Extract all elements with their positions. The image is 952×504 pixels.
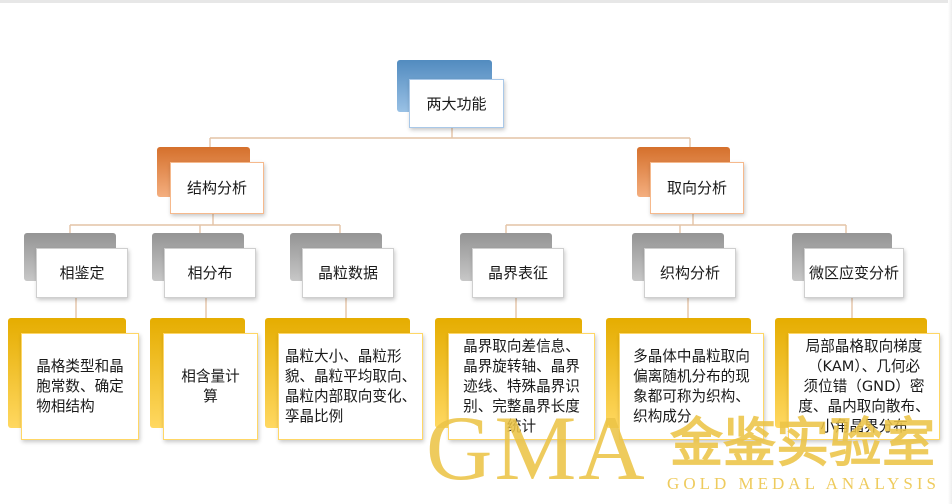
detail-text: 晶粒大小、晶粒形 貌、晶粒平均取向、 晶粒内部取向变化、 孪晶比例	[285, 347, 416, 427]
detail-box: 局部晶格取向梯度 （KAM）、几何必 须位错（GND）密 度、晶内取向散布、 小…	[788, 333, 940, 440]
detail-text-line: 孪晶比例	[284, 407, 344, 425]
detail-text-line: 迹线、特殊晶界识	[463, 377, 580, 395]
category-box: 微区应变分析	[804, 248, 904, 298]
detail-text-line: 象都可称为织构、	[633, 387, 750, 405]
detail-text: 相含量计 算	[181, 367, 239, 407]
branch-box: 取向分析	[650, 162, 744, 214]
detail-text-line: 晶界旋转轴、晶界	[463, 357, 580, 375]
detail-text-line: 貌、晶粒平均取向、	[284, 367, 417, 385]
detail-box: 多晶体中晶粒取向 偏离随机分布的现 象都可称为织构、 织构成分	[619, 333, 764, 440]
branch-label: 结构分析	[186, 179, 247, 197]
category-label: 织构分析	[659, 264, 720, 282]
category-label: 相分布	[187, 264, 233, 282]
detail-text-line: 胞常数、确定	[36, 377, 124, 395]
detail-text-line: 统计	[506, 417, 537, 435]
detail-text-line: 多晶体中晶粒取向	[633, 347, 750, 365]
detail-text-line: 偏离随机分布的现	[633, 367, 750, 385]
category-label: 相鉴定	[59, 264, 105, 282]
detail-text-line: 织构成分	[633, 407, 692, 425]
detail-text: 局部晶格取向梯度 （KAM）、几何必 须位错（GND）密 度、晶内取向散布、 小…	[798, 337, 929, 437]
detail-text-line: 晶格类型和晶	[36, 357, 124, 375]
detail-text-line: 算	[203, 387, 218, 405]
detail-box: 晶格类型和晶 胞常数、确定 物相结构	[21, 333, 139, 440]
category-label: 微区应变分析	[808, 264, 899, 282]
category-label: 晶粒数据	[317, 264, 378, 282]
detail-text-line: 晶粒内部取向变化、	[284, 387, 417, 405]
category-box: 相分布	[164, 248, 256, 298]
branch-label: 取向分析	[666, 179, 727, 197]
detail-box: 晶粒大小、晶粒形 貌、晶粒平均取向、 晶粒内部取向变化、 孪晶比例	[278, 333, 423, 440]
detail-text-line: 须位错（GND）密	[803, 377, 925, 395]
detail-text-line: 度、晶内取向散布、	[798, 397, 930, 415]
category-box: 相鉴定	[36, 248, 128, 298]
detail-box: 相含量计 算	[163, 333, 258, 440]
frame-top-edge	[0, 0, 952, 3]
detail-text-line: 别、完整晶界长度	[463, 397, 580, 415]
detail-text: 晶界取向差信息、 晶界旋转轴、晶界 迹线、特殊晶界识 别、完整晶界长度 统计	[463, 337, 580, 437]
detail-text-line: 晶粒大小、晶粒形	[284, 347, 402, 365]
root-box: 两大功能	[409, 79, 504, 128]
category-box: 织构分析	[644, 248, 736, 298]
detail-text-line: 物相结构	[36, 397, 95, 415]
category-box: 晶界表征	[472, 248, 564, 298]
detail-text-line: 相含量计	[181, 367, 240, 385]
root-label: 两大功能	[426, 94, 487, 113]
category-label: 晶界表征	[487, 264, 548, 282]
detail-text-line: 局部晶格取向梯度	[805, 337, 923, 355]
category-box: 晶粒数据	[302, 248, 394, 298]
detail-text-line: 小角晶界分布	[820, 417, 908, 435]
detail-text-line: （KAM）、几何必	[807, 357, 921, 375]
detail-text: 多晶体中晶粒取向 偏离随机分布的现 象都可称为织构、 织构成分	[633, 347, 750, 427]
detail-text: 晶格类型和晶 胞常数、确定 物相结构	[36, 357, 124, 417]
detail-box: 晶界取向差信息、 晶界旋转轴、晶界 迹线、特殊晶界识 别、完整晶界长度 统计	[448, 333, 595, 440]
branch-box: 结构分析	[170, 162, 264, 214]
frame-right-edge	[948, 0, 952, 504]
detail-text-line: 晶界取向差信息、	[463, 337, 580, 355]
